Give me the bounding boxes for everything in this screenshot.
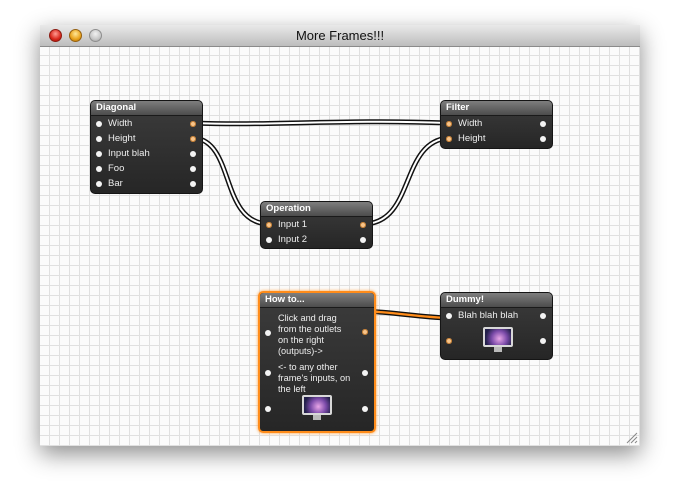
port-label: Foo <box>108 163 125 174</box>
output-port[interactable] <box>190 166 196 172</box>
frame-dummy[interactable]: Dummy! Blah blah blah <box>440 292 553 360</box>
frame-title[interactable]: Operation <box>261 202 372 217</box>
input-port[interactable] <box>96 136 102 142</box>
port-row-input-blah: Input blah <box>91 146 202 161</box>
port-label: Input blah <box>108 148 150 159</box>
close-button[interactable] <box>49 29 62 42</box>
window-title: More Frames!!! <box>295 28 385 43</box>
port-row-width: Width <box>441 116 552 131</box>
input-port[interactable] <box>266 222 272 228</box>
input-port[interactable] <box>96 151 102 157</box>
port-row-foo: Foo <box>91 161 202 176</box>
input-port[interactable] <box>96 181 102 187</box>
port-label: Width <box>108 118 133 129</box>
output-port[interactable] <box>540 338 546 344</box>
port-label: Blah blah blah <box>458 310 519 321</box>
input-port[interactable] <box>96 166 102 172</box>
output-port[interactable] <box>190 181 196 187</box>
frame-operation[interactable]: Operation Input 1 Input 2 <box>260 201 373 249</box>
wire-diagonal-height-core <box>194 137 269 225</box>
node-canvas[interactable]: Diagonal Width Height Input blah Foo <box>40 47 640 446</box>
port-label: Input 1 <box>278 219 308 230</box>
output-port[interactable] <box>190 136 196 142</box>
port-label: Width <box>458 118 483 129</box>
app-window: More Frames!!! Diagonal Width <box>40 25 640 446</box>
title-bar[interactable]: More Frames!!! <box>40 25 640 47</box>
output-port[interactable] <box>360 237 366 243</box>
frame-how-to[interactable]: How to... Click and drag from the outlet… <box>258 291 376 433</box>
frame-diagonal[interactable]: Diagonal Width Height Input blah Foo <box>90 100 203 194</box>
port-row-height: Height <box>91 131 202 146</box>
minimize-button[interactable] <box>69 29 82 42</box>
port-label: Input 2 <box>278 234 308 245</box>
input-port[interactable] <box>446 338 452 344</box>
help-text-outputs: Click and drag from the outlets on the r… <box>278 313 342 356</box>
input-port[interactable] <box>446 313 452 319</box>
port-row-height: Height <box>441 131 552 146</box>
output-port[interactable] <box>362 329 368 335</box>
output-port[interactable] <box>190 121 196 127</box>
imac-icon <box>483 327 513 353</box>
port-label: Bar <box>108 178 123 189</box>
output-port[interactable] <box>362 406 368 412</box>
zoom-button[interactable] <box>89 29 102 42</box>
frame-title[interactable]: Diagonal <box>91 101 202 116</box>
input-port[interactable] <box>265 370 271 376</box>
frame-filter[interactable]: Filter Width Height <box>440 100 553 149</box>
port-row-bar: Bar <box>91 176 202 191</box>
input-port[interactable] <box>265 330 271 336</box>
input-port[interactable] <box>96 121 102 127</box>
connection-wires <box>194 119 449 321</box>
port-row-width: Width <box>91 116 202 131</box>
wire-diagonal-width-core <box>194 120 449 125</box>
output-port[interactable] <box>362 370 368 376</box>
frame-title[interactable]: Filter <box>441 101 552 116</box>
output-port[interactable] <box>360 222 366 228</box>
port-row-input-1: Input 1 <box>261 217 372 232</box>
port-label: Height <box>108 133 136 144</box>
input-port[interactable] <box>446 121 452 127</box>
port-row-input-2: Input 2 <box>261 232 372 247</box>
port-row-blah: Blah blah blah <box>441 308 552 323</box>
port-label: Height <box>458 133 486 144</box>
wire-diagonal-height[interactable] <box>194 135 269 227</box>
input-port[interactable] <box>446 136 452 142</box>
help-text-inputs: <- to any other frame's inputs, on the l… <box>278 362 351 394</box>
resize-grip-icon[interactable] <box>626 432 638 444</box>
output-port[interactable] <box>190 151 196 157</box>
output-port[interactable] <box>540 313 546 319</box>
input-port[interactable] <box>266 237 272 243</box>
output-port[interactable] <box>540 121 546 127</box>
frame-title[interactable]: How to... <box>260 293 374 308</box>
input-port[interactable] <box>265 406 271 412</box>
output-port[interactable] <box>540 136 546 142</box>
frame-title[interactable]: Dummy! <box>441 293 552 308</box>
imac-icon <box>302 395 332 421</box>
wire-operation-output-core <box>364 137 449 225</box>
